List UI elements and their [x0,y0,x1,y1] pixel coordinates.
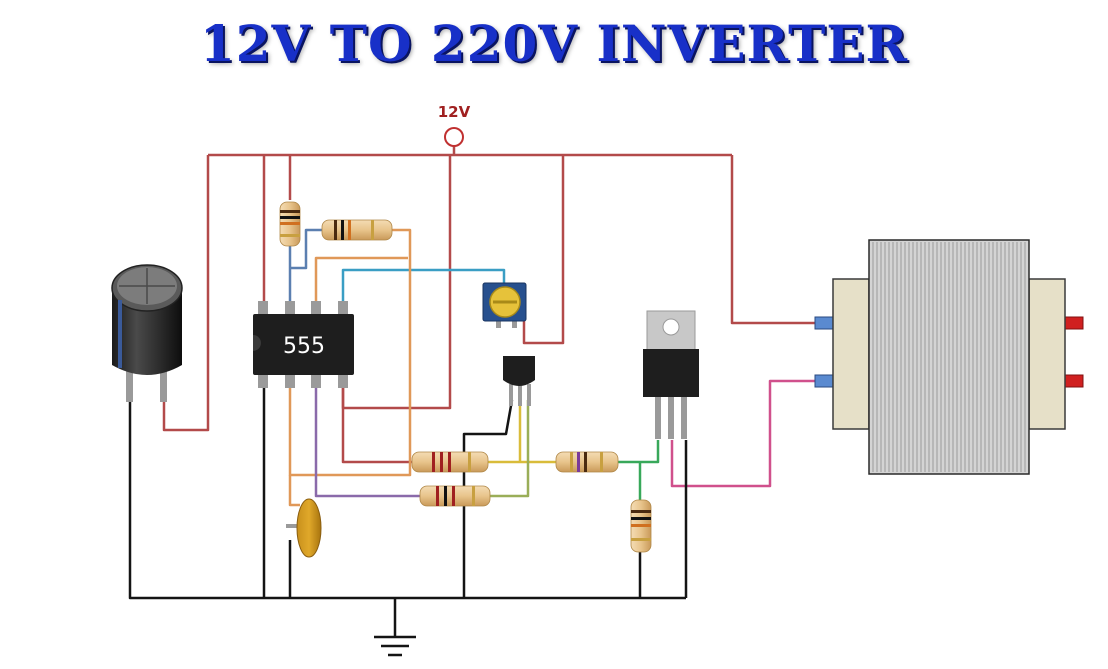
wire-magenta [670,379,818,488]
diagram-title: 12V TO 220V INVERTER [199,14,909,73]
ic-pin-7 [285,301,295,315]
ic-label: 555 [283,334,325,359]
ic-555: 555 [253,301,354,388]
ceramic-capacitor [286,498,322,558]
supply-label: 12V [438,103,471,121]
ic-pin-3 [311,374,321,388]
ic-pin-5 [338,301,348,315]
transformer [814,239,1084,475]
potentiometer [482,282,527,328]
wire-cyan-pot [341,268,506,305]
ic-pin-4 [338,374,348,388]
transistor [503,356,535,406]
mosfet [643,310,699,439]
ic-pin-6 [311,301,321,315]
ground-wires [128,388,688,636]
resistor-r3 [411,451,489,473]
electrolytic-capacitor [111,264,183,402]
resistor-r1 [279,201,301,247]
wires [128,145,818,636]
resistor-r2 [321,219,393,241]
ic-pin-1 [258,374,268,388]
resistor-r5 [555,451,619,473]
wire-purple [314,388,420,498]
ground-symbol [374,635,416,657]
ic-pin-2 [285,374,295,388]
positive-rail-wires [162,145,818,464]
wire-blue-r1-r2 [290,228,323,270]
ic-pin-8 [258,301,268,315]
wire-green [618,440,660,464]
orange-wires [288,228,412,507]
resistor-r6 [630,499,652,553]
resistor-r4 [419,485,491,507]
wire-olive [490,400,530,498]
supply-terminal [444,127,464,147]
